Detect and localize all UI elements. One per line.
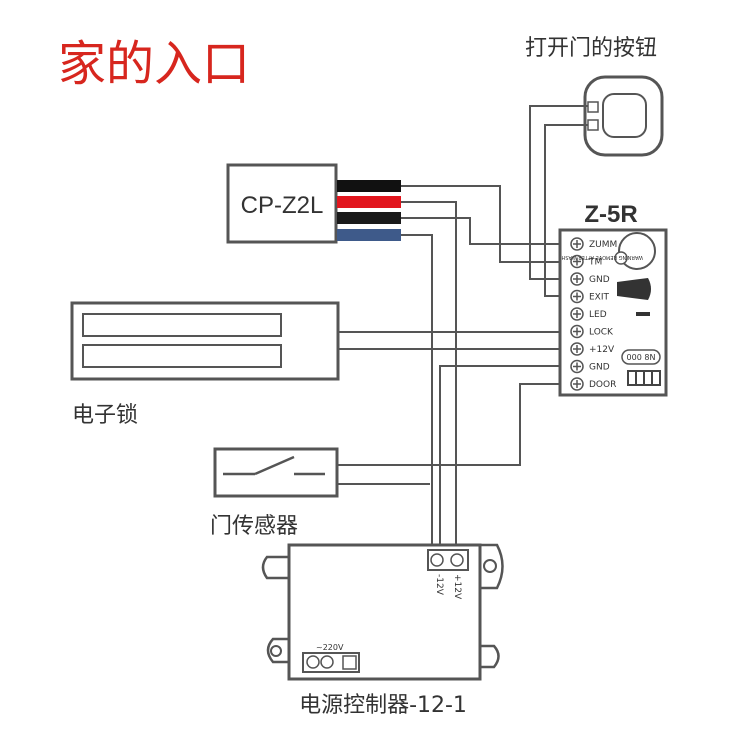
terminal-plus-12v-6: +12V: [570, 342, 615, 356]
door-sensor: [213, 447, 339, 498]
exit-button: [583, 75, 664, 157]
terminal-label: GND: [589, 275, 610, 285]
terminal-gnd-7: GND: [570, 359, 610, 374]
controller-label: Z-5R: [584, 201, 637, 228]
psu-out-plus: +12V: [452, 574, 462, 600]
terminal-label: ZUMM: [589, 240, 617, 250]
terminal-label: LOCK: [589, 328, 614, 338]
sensor-label: 门传感器: [210, 514, 298, 539]
terminal-gnd-2: GND: [570, 272, 610, 286]
psu-label: 电源控制器-12-1: [299, 693, 467, 718]
terminal-label: LED: [589, 310, 607, 320]
terminal-lock-5: LOCK: [570, 324, 614, 339]
jumper: [636, 312, 650, 316]
access-controller: ZUMM TM GND EXIT LED LOCK +12V GND DOOR WARNING …: [558, 228, 668, 397]
reader-wire-3: [337, 212, 401, 224]
terminal-led-4: LED: [570, 307, 607, 321]
led-component: [617, 278, 651, 300]
terminal-label: +12V: [589, 345, 615, 355]
reader-wire-1: [337, 180, 401, 192]
psu-out-minus: -12V: [434, 574, 444, 596]
lock-label: 电子锁: [72, 403, 138, 428]
reader-label: CP-Z2L: [241, 192, 324, 219]
terminal-zumm-0: ZUMM: [570, 237, 617, 251]
terminal-label: DOOR: [589, 380, 616, 390]
terminal-label: GND: [589, 363, 610, 373]
dip-switch: [627, 370, 661, 386]
diagram-title: 家的入口: [58, 36, 250, 92]
terminal-label: EXIT: [589, 293, 610, 303]
electric-lock: [70, 301, 340, 381]
power-supply: -12V +12V ~220V: [261, 543, 504, 681]
wiring: [337, 105, 588, 545]
terminal-door-8: DOOR: [570, 377, 616, 391]
dip-label: 000 8N: [627, 353, 656, 362]
reader-wire-4: [337, 229, 401, 241]
buzzer: [618, 232, 656, 270]
terminal-label: TM: [588, 258, 602, 268]
terminal-tm-1: TM: [570, 254, 602, 269]
terminal-exit-3: EXIT: [570, 289, 610, 304]
psu-ac-label: ~220V: [316, 643, 344, 652]
button-caption: 打开门的按钮: [525, 36, 657, 61]
card-reader: CP-Z2L: [226, 163, 401, 244]
buzzer-text: WARNING REMOVE AFTER WASH: [561, 254, 643, 260]
reader-wire-2: [337, 196, 401, 208]
